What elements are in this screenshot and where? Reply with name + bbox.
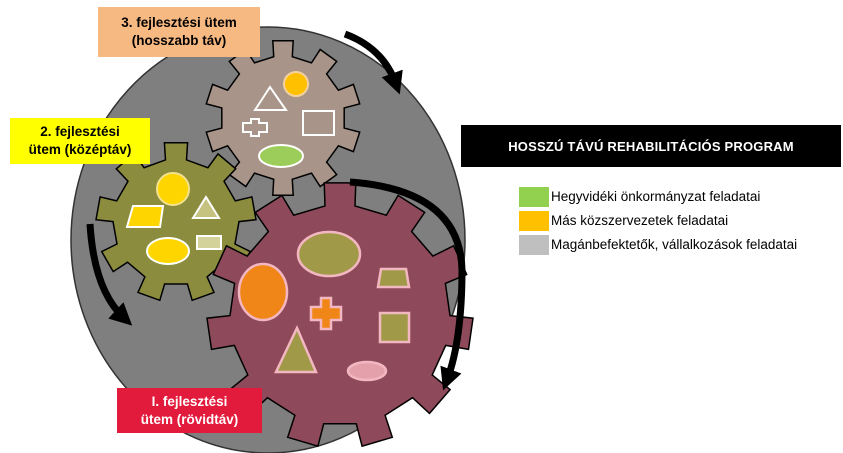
arrow-around-stage1 (349, 178, 466, 391)
arrow-stage2-to-stage1 (86, 223, 133, 326)
stage3-label-line1: 3. fejlesztési ütem (121, 15, 237, 30)
program-title: HOSSZÚ TÁVÚ REHABILITÁCIÓS PROGRAM (461, 125, 841, 167)
legend: Hegyvidéki önkormányzat feladatai Más kö… (519, 186, 797, 258)
ellipse-shape-orange (237, 262, 289, 322)
circle-shape (283, 71, 309, 97)
legend-item-private-investors: Magánbefektetők, vállalkozások feladatai (519, 234, 797, 255)
circle-shape (156, 172, 190, 206)
gear-stage2 (95, 142, 257, 302)
legend-label: Magánbefektetők, vállalkozások feladatai (551, 237, 798, 252)
legend-label: Hegyvidéki önkormányzat feladatai (551, 189, 761, 204)
gear-stage3-shapes (242, 71, 335, 168)
stage1-label: I. fejlesztési ütem (rövidtáv) (117, 388, 262, 433)
stage2-label-line2: ütem (középtáv) (28, 142, 132, 157)
rectangle-shape (378, 311, 411, 344)
gear-stage1-shapes (237, 230, 411, 382)
legend-label: Más közszervezetek feladatai (551, 213, 729, 228)
legend-item-public-orgs: Más közszervezetek feladatai (519, 210, 797, 231)
triangle-shape (253, 85, 288, 111)
stage1-label-line1: I. fejlesztési (151, 393, 228, 409)
triangle-shape (274, 324, 318, 374)
stage3-label: 3. fejlesztési ütem (hosszabb táv) (98, 7, 260, 57)
legend-swatch-grey (519, 234, 549, 255)
ellipse-shape-small (346, 360, 388, 382)
cross-shape (242, 118, 268, 137)
stage3-label-line2: (hosszabb táv) (131, 33, 227, 48)
gear-stage2-shapes (125, 172, 222, 265)
legend-swatch-green (519, 186, 549, 207)
legend-swatch-orange (519, 210, 549, 231)
stage2-label-line1: 2. fejlesztési (40, 124, 120, 139)
rectangle-shape (196, 235, 222, 250)
ellipse-shape (258, 144, 304, 168)
trapezoid-shape (376, 267, 411, 289)
cross-shape (309, 296, 343, 331)
stage1-label-line2: ütem (rövidtáv) (140, 411, 239, 427)
stage2-label: 2. fejlesztési ütem (középtáv) (10, 118, 150, 164)
ellipse-shape (146, 237, 190, 265)
ellipse-shape-large (296, 230, 362, 278)
trapezoid-shape (125, 205, 165, 228)
legend-item-municipality: Hegyvidéki önkormányzat feladatai (519, 186, 797, 207)
rectangle-shape (302, 110, 335, 136)
triangle-shape (191, 195, 221, 219)
arrow-stage3-to-program (343, 30, 403, 95)
gear-stage3 (205, 39, 361, 197)
